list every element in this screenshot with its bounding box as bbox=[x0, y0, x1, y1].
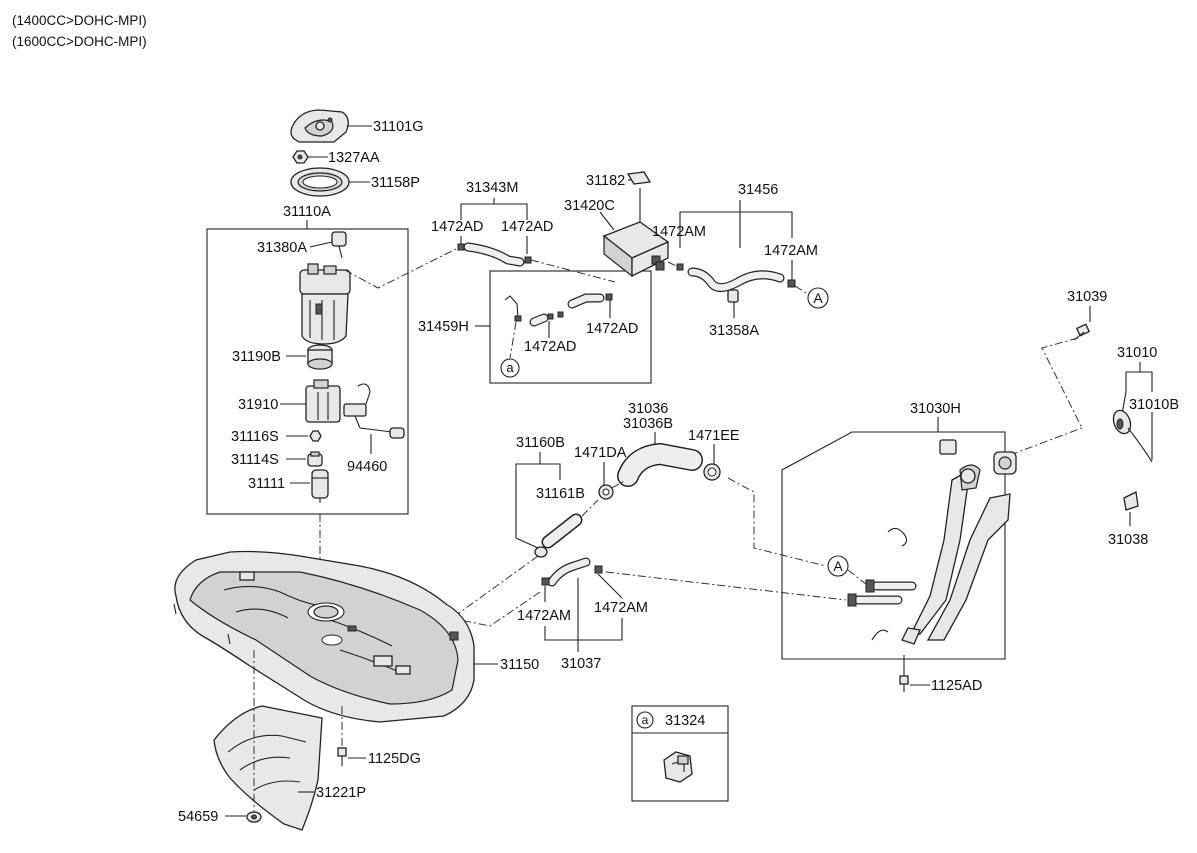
fuel-level-sender bbox=[343, 383, 405, 439]
charcoal-canister bbox=[602, 188, 670, 278]
engine-spec-1600: (1600CC>DOHC-MPI) bbox=[12, 34, 147, 49]
label-31190B: 31190B bbox=[232, 349, 281, 365]
fuel-filter-31190B bbox=[307, 344, 333, 370]
label-1472AM-bottom-2: 1472AM bbox=[594, 600, 648, 616]
fuel-pump-motor bbox=[311, 469, 329, 503]
hose-clamp-1471DA bbox=[598, 484, 614, 500]
label-1327AA: 1327AA bbox=[328, 150, 380, 166]
callout-A-filler: A bbox=[827, 555, 849, 577]
label-31037: 31037 bbox=[561, 656, 601, 672]
label-31101G: 31101G bbox=[373, 119, 424, 135]
label-1471EE: 1471EE bbox=[688, 428, 740, 444]
label-31158P: 31158P bbox=[371, 175, 420, 191]
heat-shield-31221P bbox=[213, 705, 323, 831]
label-1471DA: 1471DA bbox=[574, 445, 627, 461]
fuel-tank-31150 bbox=[173, 550, 475, 723]
callout-A-top: A bbox=[807, 287, 829, 309]
label-31221P: 31221P bbox=[316, 785, 366, 801]
svg-text:a: a bbox=[506, 360, 514, 375]
clip-31324 bbox=[663, 751, 693, 783]
filler-hose-31036 bbox=[617, 442, 703, 487]
canister-filter-31182 bbox=[626, 171, 652, 185]
label-31010B: 31010B bbox=[1129, 397, 1179, 413]
strainer-31116S bbox=[309, 430, 322, 442]
filler-neck-assembly bbox=[847, 439, 1017, 645]
label-31160B: 31160B bbox=[516, 435, 565, 451]
legend-box-31324: a 31324 bbox=[631, 705, 729, 802]
filler-neck-box-31030H bbox=[781, 431, 1006, 660]
lock-nut-1327AA bbox=[292, 150, 309, 164]
fuel-filter-31910 bbox=[305, 379, 341, 423]
label-1472AM-top-2: 1472AM bbox=[764, 243, 818, 259]
fuel-pump-assembly bbox=[299, 263, 351, 345]
label-31116S: 31116S bbox=[231, 429, 279, 445]
label-31039: 31039 bbox=[1067, 289, 1107, 305]
label-31036: 31036 bbox=[628, 401, 668, 417]
vapor-hose-31459H bbox=[504, 293, 613, 359]
vapor-hose-31456 bbox=[676, 263, 796, 292]
label-31030H: 31030H bbox=[910, 401, 961, 417]
engine-spec-1400: (1400CC>DOHC-MPI) bbox=[12, 13, 147, 28]
label-31420C: 31420C bbox=[564, 198, 615, 214]
callout-a-box: a bbox=[500, 358, 520, 378]
fuel-pump-module-box bbox=[206, 228, 409, 515]
label-94460: 94460 bbox=[347, 459, 387, 475]
nut-54659 bbox=[246, 811, 262, 823]
label-31110A: 31110A bbox=[283, 204, 331, 220]
vent-hose-31037 bbox=[541, 557, 603, 587]
bolt-1125DG bbox=[337, 747, 347, 766]
label-31010: 31010 bbox=[1117, 345, 1157, 361]
screw-31039 bbox=[1073, 323, 1091, 341]
clip-31358A bbox=[727, 289, 739, 303]
pressure-regulator bbox=[331, 231, 347, 259]
label-plate-31038 bbox=[1123, 491, 1139, 511]
label-31114S: 31114S bbox=[231, 452, 279, 468]
vapor-hose-31343M bbox=[457, 242, 532, 267]
label-1472AD-left: 1472AD bbox=[431, 219, 483, 235]
hose-clamp-1471EE bbox=[703, 463, 721, 481]
label-1472AD-box-right: 1472AD bbox=[586, 321, 638, 337]
pump-seal-ring bbox=[290, 167, 350, 197]
label-1472AD-right: 1472AD bbox=[501, 219, 553, 235]
hose-detail-box-31459H bbox=[489, 270, 652, 384]
label-1125DG: 1125DG bbox=[368, 751, 421, 767]
label-31150: 31150 bbox=[500, 657, 539, 673]
label-1472AM-bottom-1: 1472AM bbox=[517, 608, 571, 624]
label-31459H: 31459H bbox=[418, 319, 469, 335]
fuel-pump-cover bbox=[290, 109, 349, 143]
bolt-1125AD bbox=[899, 675, 909, 692]
fuel-cap-31010 bbox=[1112, 409, 1153, 463]
label-31036B: 31036B bbox=[623, 416, 673, 432]
bracket-31114S bbox=[307, 451, 323, 467]
svg-text:A: A bbox=[833, 558, 843, 574]
label-1472AM-top-1: 1472AM bbox=[652, 224, 706, 240]
label-31111: 31111 bbox=[248, 476, 285, 492]
label-1125AD: 1125AD bbox=[931, 678, 982, 694]
label-54659: 54659 bbox=[178, 809, 218, 825]
svg-text:A: A bbox=[813, 290, 823, 306]
label-31456: 31456 bbox=[738, 182, 778, 198]
label-31324: 31324 bbox=[665, 713, 705, 729]
filler-tube-31161B bbox=[534, 513, 583, 558]
label-1472AD-box-bottom: 1472AD bbox=[524, 339, 576, 355]
label-31182: 31182 bbox=[586, 173, 625, 189]
label-31343M: 31343M bbox=[466, 180, 518, 196]
label-31038: 31038 bbox=[1108, 532, 1148, 548]
label-31161B: 31161B bbox=[536, 486, 585, 502]
label-31910: 31910 bbox=[238, 397, 278, 413]
label-31358A: 31358A bbox=[709, 323, 759, 339]
callout-a-legend: a bbox=[642, 713, 649, 727]
label-31380A: 31380A bbox=[257, 240, 307, 256]
